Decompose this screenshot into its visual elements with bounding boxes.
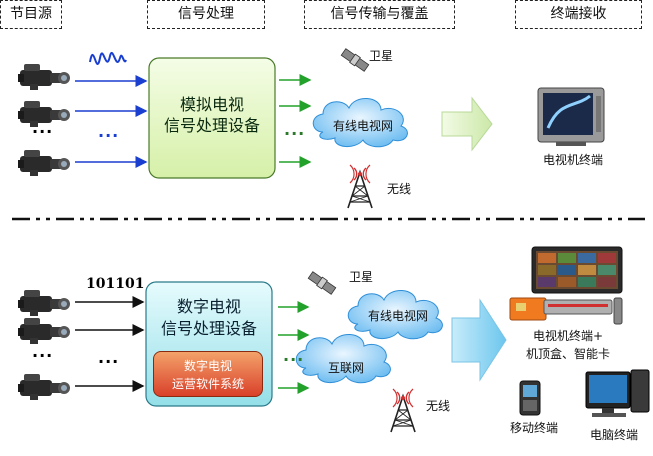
pc-icon	[585, 369, 650, 417]
software-line1: 数字电视	[183, 359, 232, 373]
analog-device-line2: 信号处理设备	[163, 116, 260, 135]
tower-icon	[347, 164, 373, 209]
header-processing: 信号处理	[147, 0, 265, 29]
analog-arrow-ellipsis: ···	[98, 126, 120, 145]
satellite-icon	[307, 271, 337, 295]
digital-transmit-ellipsis: ···	[283, 350, 305, 369]
analog-terminal-label: 电视机终端	[542, 153, 603, 167]
software-line2: 运营软件系统	[171, 377, 244, 391]
header-source: 节目源	[0, 0, 62, 29]
digital-device-line1: 数字电视	[176, 297, 241, 316]
digital-terminal-line1: 电视机终端+	[532, 329, 604, 343]
digital-bits-label: 101101	[86, 276, 145, 292]
camera-icon	[18, 64, 70, 90]
remote-icon	[613, 297, 623, 325]
camera-icon	[18, 318, 70, 344]
tower-icon	[390, 388, 416, 433]
analog-camera-ellipsis: ···	[32, 122, 54, 141]
analog-wireless-label: 无线	[387, 182, 412, 196]
digital-satellite-label: 卫星	[349, 270, 374, 284]
analog-waveform-icon	[89, 52, 127, 66]
digital-delivery-arrow	[451, 298, 507, 382]
digital-device-line2: 信号处理设备	[160, 319, 257, 338]
analog-device-box	[148, 57, 276, 179]
mobile-label: 移动终端	[510, 421, 559, 435]
digital-cameras	[18, 290, 70, 400]
mobile-phone-icon	[519, 380, 541, 416]
digital-camera-ellipsis: ···	[32, 346, 54, 365]
analog-cable-label: 有线电视网	[332, 119, 393, 133]
digital-tv-icon	[531, 246, 623, 294]
set-top-box-icon	[543, 299, 613, 315]
smart-card-icon	[509, 297, 547, 321]
analog-delivery-arrow	[441, 96, 493, 152]
software-system-box: 数字电视 运营软件系统	[153, 351, 263, 397]
header-reception: 终端接收	[515, 0, 642, 29]
satellite-icon	[340, 48, 370, 72]
camera-icon	[18, 150, 70, 176]
digital-wireless-label: 无线	[426, 399, 451, 413]
header-transmission: 信号传输与覆盖	[304, 0, 455, 29]
digital-arrow-ellipsis: ···	[98, 352, 120, 371]
digital-internet-label: 互联网	[327, 361, 364, 375]
pc-label: 电脑终端	[590, 428, 639, 442]
camera-icon	[18, 290, 70, 316]
digital-cable-label: 有线电视网	[367, 309, 428, 323]
camera-icon	[18, 374, 70, 400]
transmit-ellipsis: ···	[284, 124, 306, 143]
tv-icon	[537, 87, 605, 146]
analog-device-line1: 模拟电视	[179, 95, 244, 114]
analog-cameras	[18, 64, 70, 176]
analog-satellite-label: 卫星	[369, 49, 394, 63]
digital-terminal-line2: 机顶盒、智能卡	[525, 347, 610, 361]
